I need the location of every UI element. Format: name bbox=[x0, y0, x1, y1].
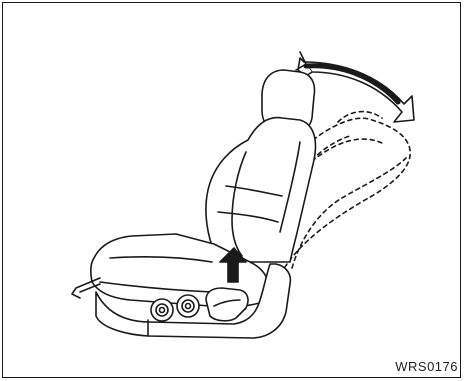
seat-knob-right bbox=[177, 295, 199, 317]
figure-code: WRS0176 bbox=[395, 359, 458, 374]
recline-lever bbox=[206, 288, 248, 321]
seatback bbox=[206, 118, 316, 262]
seat-knob-left bbox=[151, 299, 173, 321]
